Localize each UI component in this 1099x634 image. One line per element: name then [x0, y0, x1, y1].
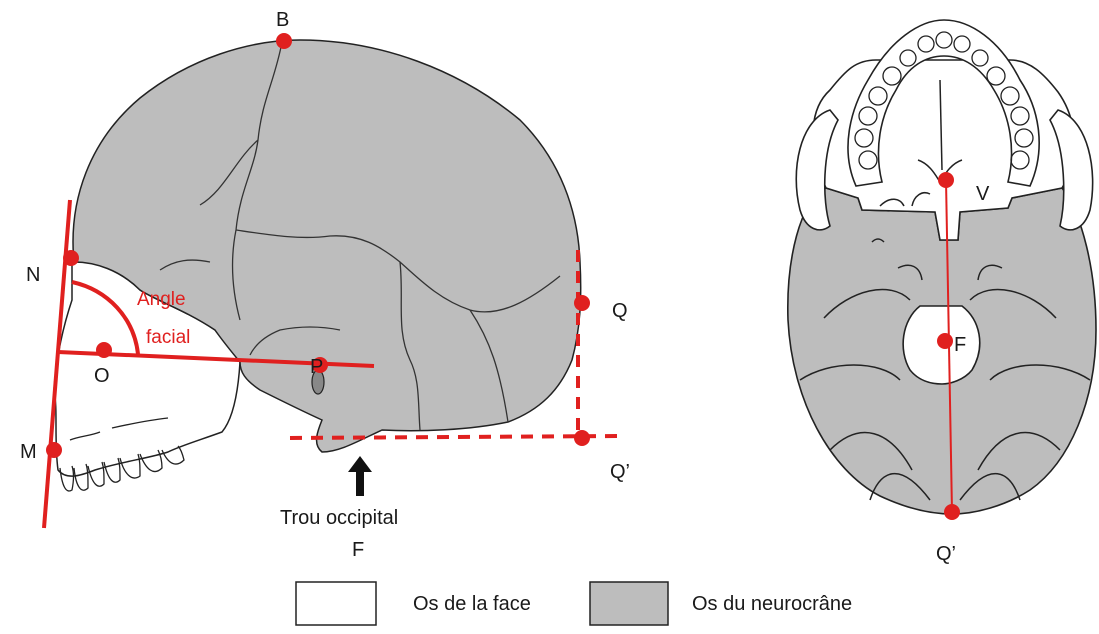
label-m: M [20, 441, 37, 463]
label-p: P [310, 356, 323, 378]
label-angle-line1: Angle [137, 289, 186, 310]
point-v [938, 172, 954, 188]
point-q [574, 295, 590, 311]
point-n [63, 250, 79, 266]
label-foramen: Trou occipital [280, 507, 398, 529]
lateral-skull-view: B N O P M Q Q’ F Angle facial Trou occip… [20, 9, 630, 561]
label-q-prime: Q’ [610, 461, 630, 483]
label-o: O [94, 365, 110, 387]
label-n: N [26, 264, 40, 286]
legend-neurocrane-label: Os du neurocrâne [692, 593, 852, 615]
label-q-prime-base: Q’ [936, 543, 956, 565]
point-f-base [937, 333, 953, 349]
label-q: Q [612, 300, 628, 322]
legend-face-label: Os de la face [413, 593, 531, 615]
label-angle-line2: facial [146, 327, 190, 348]
legend-neurocrane-swatch [590, 582, 668, 625]
point-o [96, 342, 112, 358]
point-m [46, 442, 62, 458]
label-v: V [976, 183, 990, 205]
point-q-prime [574, 430, 590, 446]
label-b: B [276, 9, 289, 31]
label-f-base: F [954, 334, 966, 356]
point-q-prime-base [944, 504, 960, 520]
legend-face-swatch [296, 582, 376, 625]
point-b [276, 33, 292, 49]
legend: Os de la face Os du neurocrâne [296, 582, 852, 625]
foramen-arrow-icon [348, 456, 372, 496]
base-skull-view: V F Q’ [788, 20, 1096, 565]
label-f-side: F [352, 539, 364, 561]
